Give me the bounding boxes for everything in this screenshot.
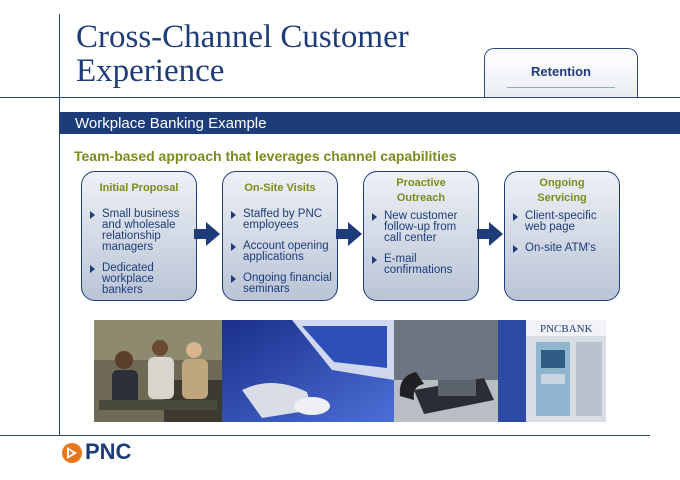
- retention-tab[interactable]: Retention: [484, 48, 638, 97]
- header-rule: [0, 97, 680, 98]
- bullet-item: New customer follow-up from call center: [372, 210, 474, 244]
- bullet-item: E-mail confirmations: [372, 253, 474, 276]
- flow-arrow-icon: [336, 222, 362, 246]
- footer-rule: [0, 435, 650, 436]
- bullet-item: Staffed by PNC employees: [231, 208, 333, 231]
- step-heading: Initial Proposal: [99, 182, 179, 194]
- pnc-logo: PNC: [61, 439, 171, 466]
- meeting-photo: [94, 320, 222, 422]
- page-title: Cross-Channel Customer Experience: [76, 19, 409, 89]
- step-heading: Ongoing Servicing: [537, 177, 587, 204]
- step-bullets: Client-specific web page On-site ATM's: [513, 210, 615, 264]
- flow-arrow-icon: [477, 222, 503, 246]
- atm-sign: PNCBANK: [540, 323, 593, 335]
- step-box-initial-proposal: Initial Proposal Small business and whol…: [81, 171, 197, 301]
- step-bullets: Small business and wholesale relationshi…: [90, 208, 192, 306]
- left-rule: [59, 14, 60, 435]
- step-heading: Proactive Outreach: [396, 177, 446, 204]
- step-box-proactive-outreach: Proactive Outreach New customer follow-u…: [363, 171, 479, 301]
- tab-rule: [507, 87, 615, 88]
- step-heading: On-Site Visits: [244, 182, 316, 194]
- pnc-logo-icon: [62, 443, 82, 463]
- retention-tab-label: Retention: [531, 64, 591, 79]
- bullet-item: Client-specific web page: [513, 210, 615, 233]
- bullet-item: Ongoing financial seminars: [231, 272, 333, 295]
- computer-photo: [222, 320, 394, 422]
- flow-arrow-icon: [194, 222, 220, 246]
- slide-subtitle: Team-based approach that leverages chann…: [74, 148, 457, 164]
- atm-photo: [526, 320, 606, 422]
- step-bullets: Staffed by PNC employees Account opening…: [231, 208, 333, 305]
- step-box-on-site-visits: On-Site Visits Staffed by PNC employees …: [222, 171, 338, 301]
- step-box-ongoing-servicing: Ongoing Servicing Client-specific web pa…: [504, 171, 620, 301]
- bullet-item: Account opening applications: [231, 240, 333, 263]
- bullet-item: Small business and wholesale relationshi…: [90, 208, 192, 253]
- bullet-item: On-site ATM's: [513, 242, 615, 254]
- section-band: Workplace Banking Example: [59, 112, 680, 134]
- blue-divider: [498, 320, 526, 422]
- step-bullets: New customer follow-up from call center …: [372, 210, 474, 286]
- telephone-photo: [394, 320, 498, 422]
- pnc-logo-text: PNC: [85, 439, 132, 464]
- section-band-title: Workplace Banking Example: [75, 115, 267, 132]
- photo-strip: PNCBANK: [94, 320, 606, 422]
- bullet-item: Dedicated workplace bankers: [90, 262, 192, 296]
